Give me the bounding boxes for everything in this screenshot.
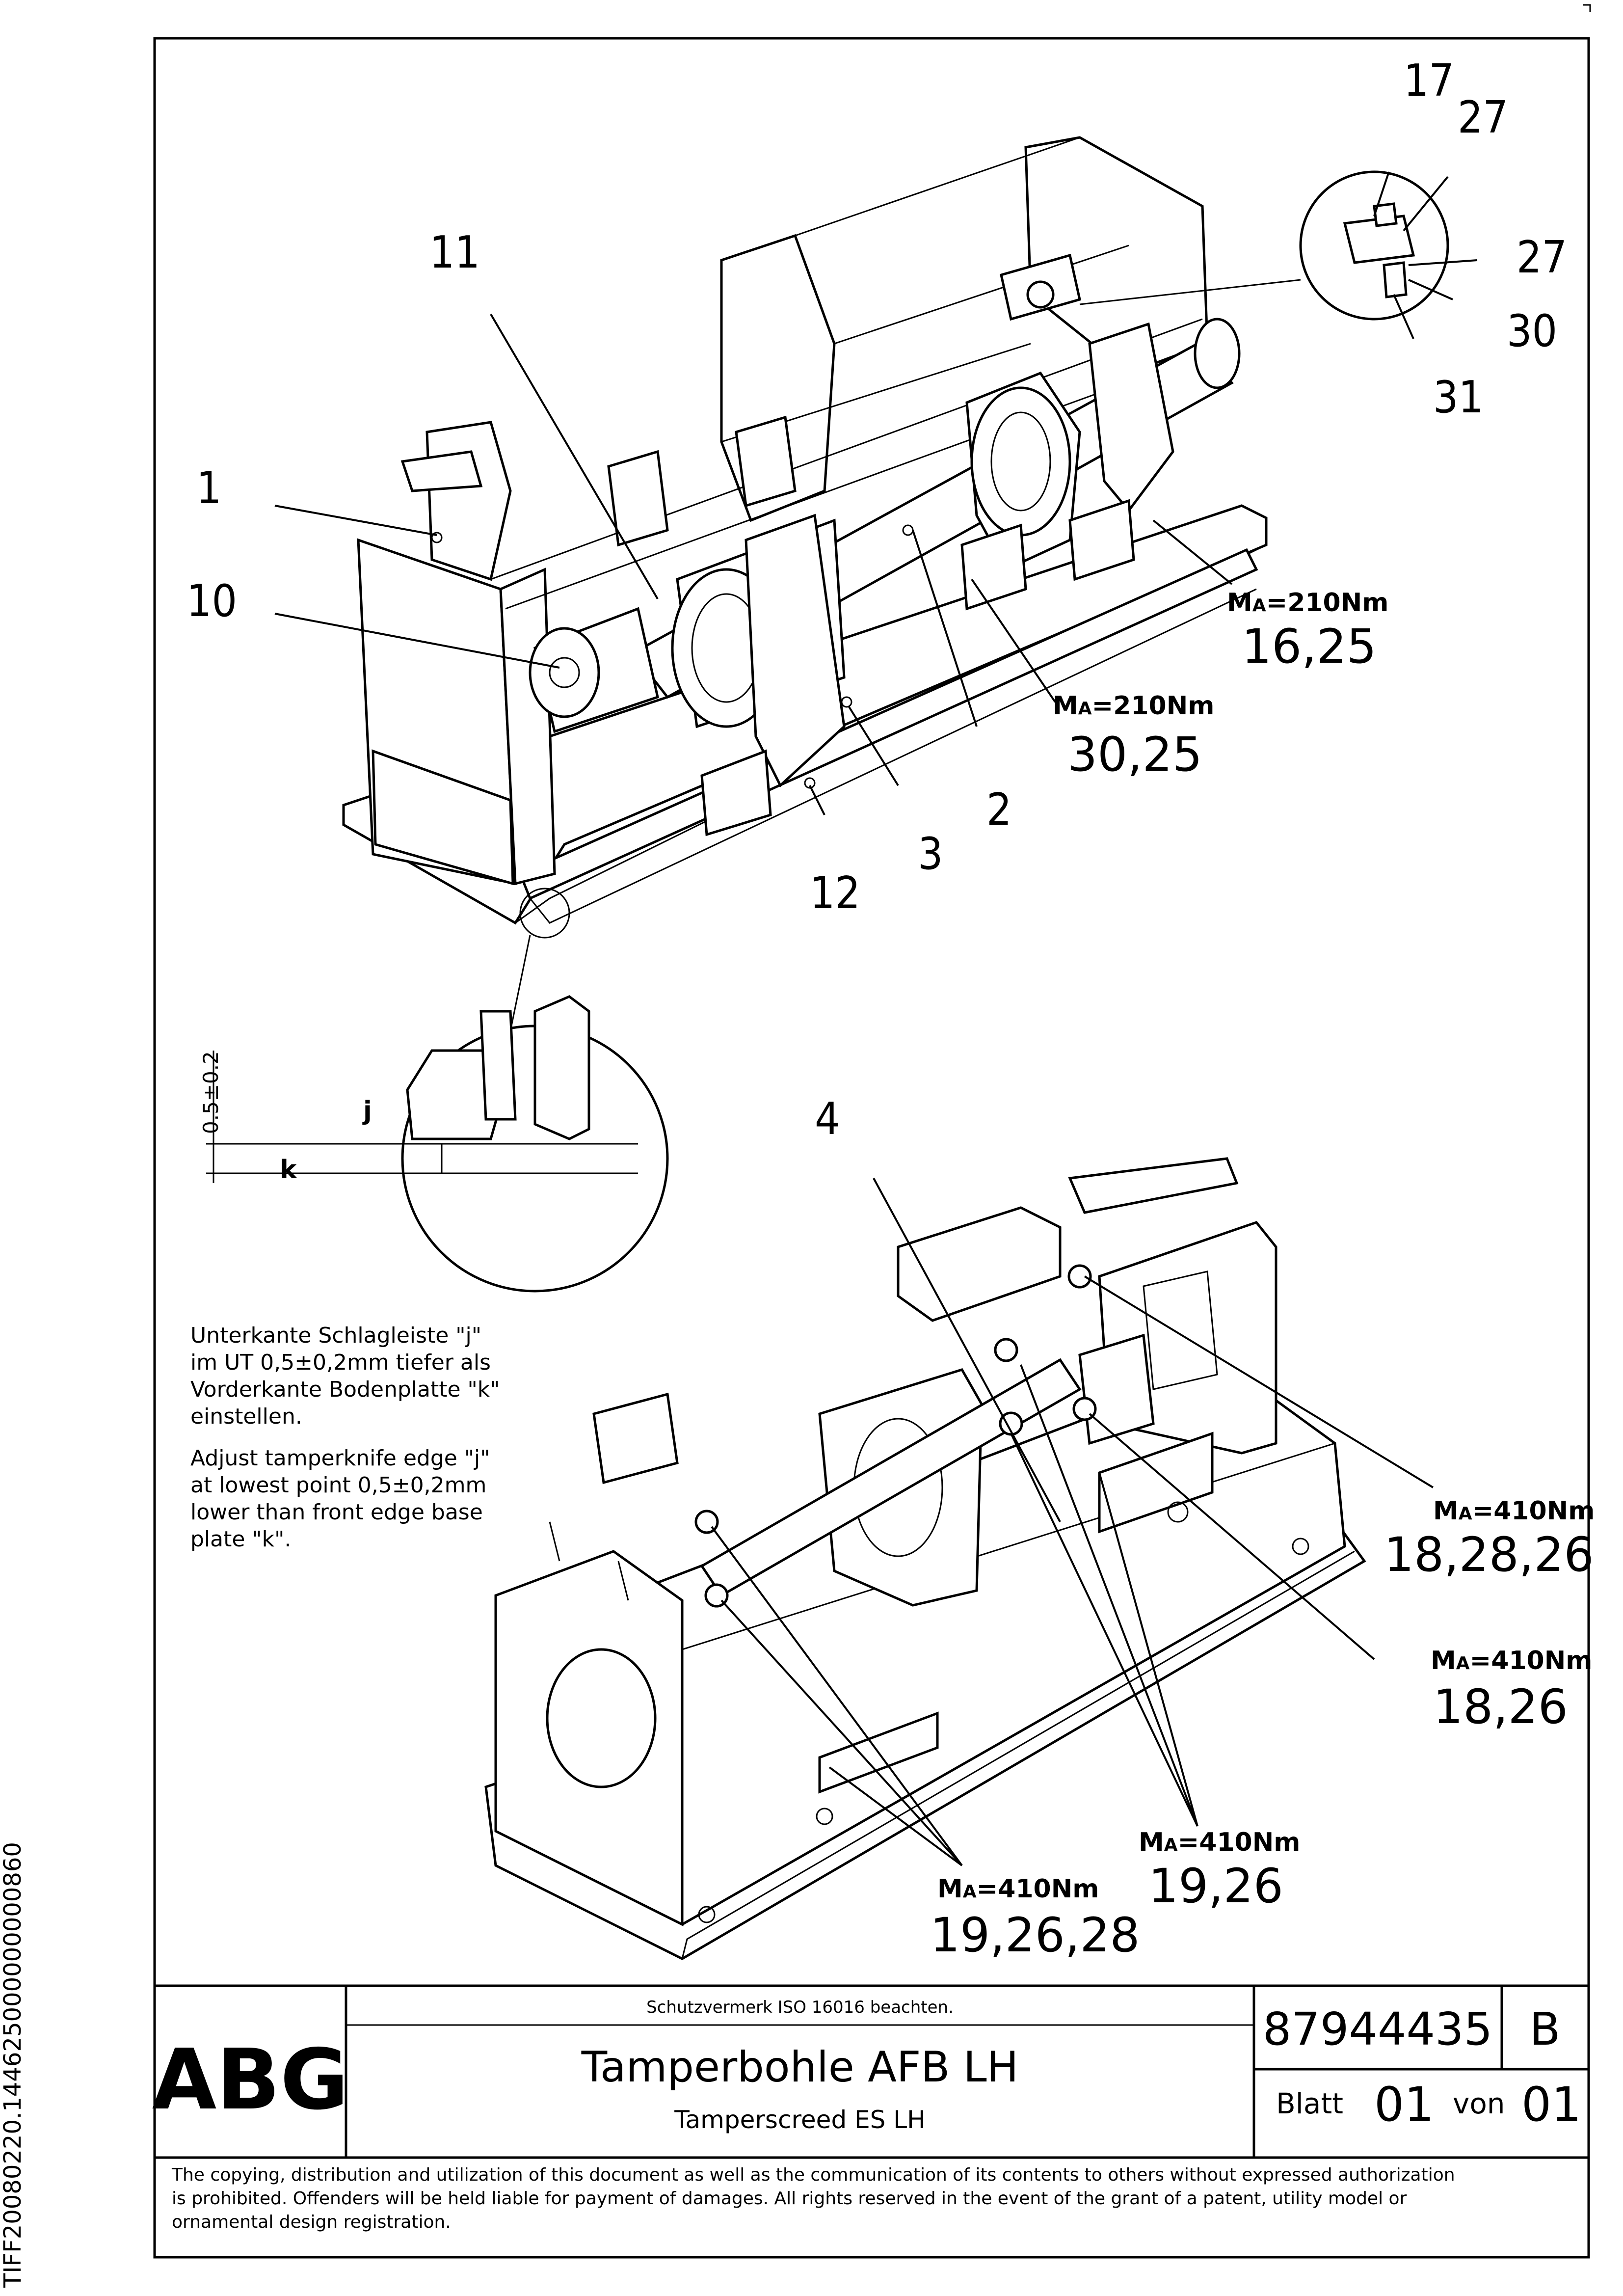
adjustment-note-de: Unterkante Schlagleiste "j" im UT 0,5±0,… (190, 1323, 500, 1429)
dimension-label: 0.5±0.2 (199, 1051, 223, 1134)
callout-30: 30 (1507, 305, 1557, 357)
torque-items: 18,28,26 (1384, 1527, 1594, 1582)
corner-mark (1583, 4, 1591, 12)
note-line: lower than front edge base (190, 1500, 483, 1525)
note-line: einstellen. (190, 1404, 302, 1429)
torque-2: MA=210Nm 30,25 (1053, 691, 1214, 782)
torque-items: 19,26,28 (930, 1908, 1140, 1963)
callout-2: 2 (986, 784, 1012, 836)
of-label: von (1453, 2087, 1505, 2120)
sheet-total: 01 (1521, 2077, 1581, 2132)
drawing-frame (153, 37, 1590, 2259)
company-logo: ABG (152, 2031, 349, 2129)
torque-1: MA=210Nm 16,25 (1227, 588, 1388, 674)
torque-4: MA=410Nm 18,26 (1431, 1646, 1592, 1734)
detail-bolt-circle (1079, 170, 1449, 321)
revision: B (1529, 2003, 1560, 2055)
upper-assembly (342, 136, 1268, 925)
drawing-subtitle: Tamperscreed ES LH (674, 2106, 926, 2134)
note-line: plate "k". (190, 1527, 291, 1552)
torque-items: 18,26 (1433, 1679, 1568, 1734)
note-line: im UT 0,5±0,2mm tiefer als (190, 1350, 491, 1375)
side-identifier: TIFF20080220.144625000000000860 (0, 1842, 27, 2288)
title-block: ABG Schutzvermerk ISO 16016 beachten. Ta… (152, 1984, 1589, 2232)
copyright-line: ornamental design registration. (172, 2212, 451, 2232)
sheet-number: 01 (1374, 2077, 1434, 2132)
detail-letter-k: k (280, 1155, 297, 1185)
callout-27-right: 27 (1517, 232, 1567, 283)
protection-note: Schutzvermerk ISO 16016 beachten. (646, 1998, 954, 2017)
note-line: at lowest point 0,5±0,2mm (190, 1473, 486, 1498)
callouts: 1 10 11 2 3 12 4 17 27 27 30 31 (186, 55, 1567, 1145)
torque-items: 16,25 (1242, 619, 1377, 674)
torque-items: 30,25 (1067, 727, 1202, 782)
callout-31: 31 (1433, 372, 1484, 423)
torque-spec: MA=210Nm (1227, 588, 1388, 618)
note-line: Adjust tamperknife edge "j" (190, 1446, 490, 1471)
note-line: Vorderkante Bodenplatte "k" (190, 1377, 500, 1402)
callout-4: 4 (815, 1093, 840, 1145)
sheet-label: Blatt (1276, 2087, 1343, 2120)
detail-letter-j: j (362, 1096, 372, 1126)
callout-10: 10 (186, 575, 237, 627)
torque-6: MA=410Nm 19,26,28 (930, 1874, 1140, 1963)
detail-tamper-circle: 0.5±0.2 j k (199, 888, 669, 1293)
callout-1: 1 (196, 462, 222, 514)
copyright-line: The copying, distribution and utilizatio… (171, 2165, 1455, 2185)
torque-spec: MA=410Nm (1139, 1828, 1300, 1857)
adjustment-note-en: Adjust tamperknife edge "j" at lowest po… (190, 1446, 490, 1552)
torque-spec: MA=410Nm (937, 1874, 1099, 1904)
copyright-line: is prohibited. Offenders will be held li… (172, 2188, 1407, 2209)
callout-3: 3 (918, 828, 943, 880)
torque-5: MA=410Nm 19,26 (1139, 1828, 1300, 1914)
callout-17: 17 (1404, 55, 1454, 107)
torque-spec: MA=410Nm (1431, 1646, 1592, 1675)
torque-3: MA=410Nm 18,28,26 (1384, 1496, 1595, 1582)
part-number: 87944435 (1263, 2003, 1492, 2055)
callout-27-top: 27 (1458, 92, 1508, 143)
torque-items: 19,26 (1148, 1859, 1283, 1914)
drawing-title: Tamperbohle AFB LH (581, 2043, 1019, 2092)
leader-lines (274, 171, 1478, 1866)
torque-spec: MA=410Nm (1433, 1496, 1595, 1526)
callout-12: 12 (810, 867, 860, 919)
callout-11: 11 (429, 227, 480, 278)
torque-spec: MA=210Nm (1053, 691, 1214, 721)
note-line: Unterkante Schlagleiste "j" (190, 1323, 481, 1348)
